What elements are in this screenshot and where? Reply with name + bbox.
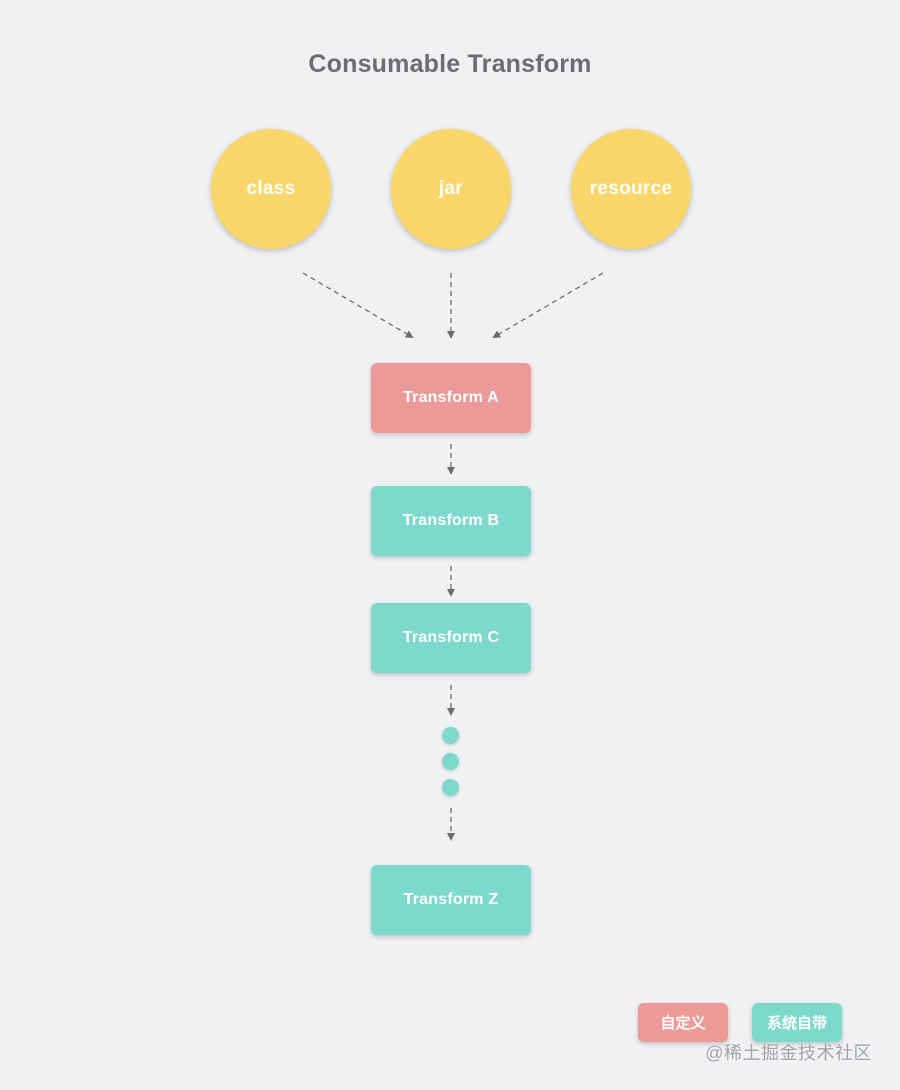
input-class: class: [211, 129, 331, 249]
ellipsis-dot: [442, 753, 459, 770]
arrow-resource-to-transform-a: [492, 272, 604, 339]
diagram-title: Consumable Transform: [308, 50, 592, 78]
ellipsis-dot: [442, 779, 459, 796]
transform-b: Transform B: [371, 486, 531, 556]
transform-c: Transform C: [371, 603, 531, 673]
input-jar: jar: [391, 129, 511, 249]
legend-custom: 自定义: [638, 1003, 728, 1042]
ellipsis-dot: [442, 727, 459, 744]
watermark: @稀土掘金技术社区: [705, 1043, 872, 1063]
arrow-class-to-transform-a: [302, 272, 414, 339]
transform-a: Transform A: [371, 363, 531, 433]
transform-z: Transform Z: [371, 865, 531, 935]
legend-system: 系统自带: [752, 1003, 842, 1042]
input-resource: resource: [571, 129, 691, 249]
